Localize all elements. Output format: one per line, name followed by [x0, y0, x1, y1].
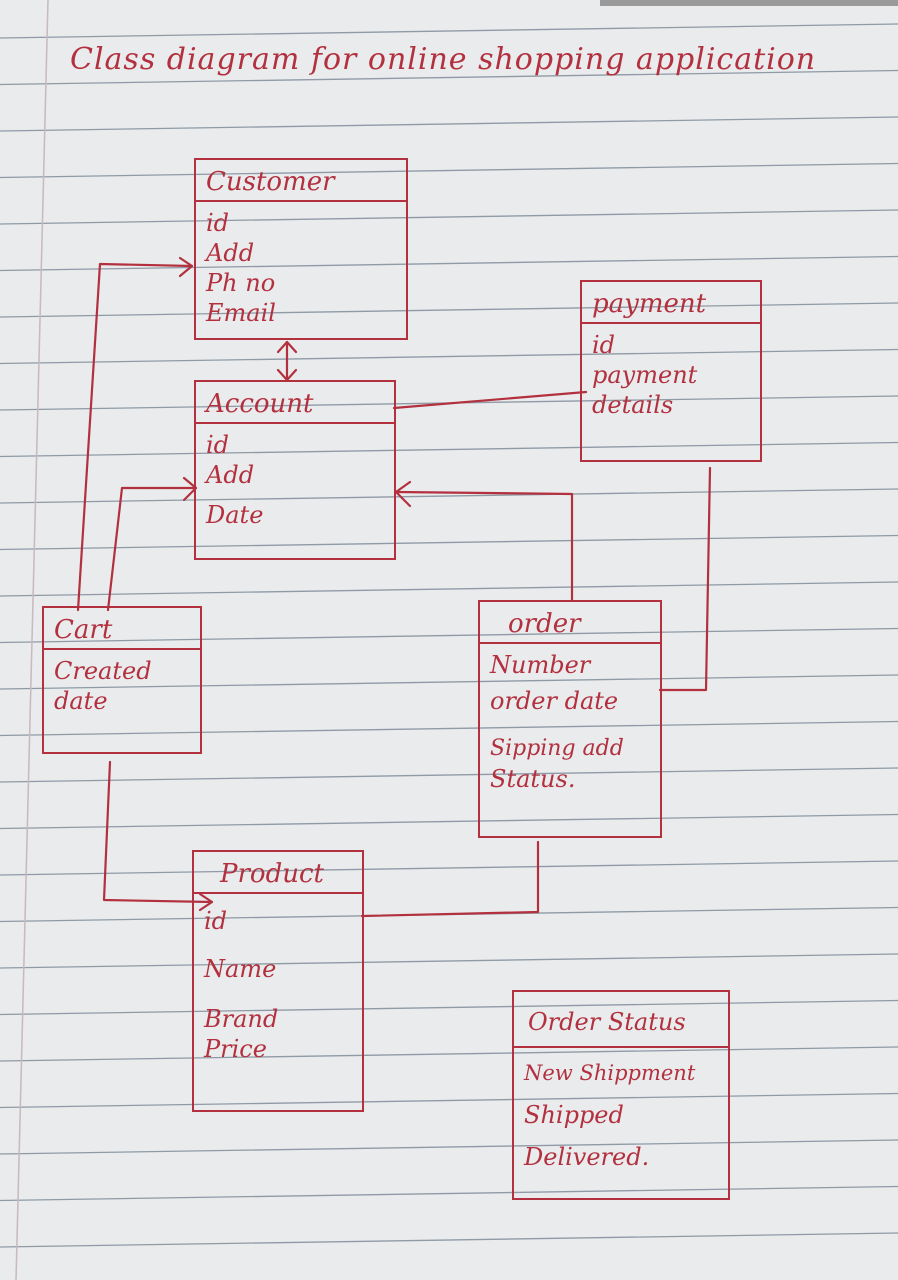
product-attr-id: id — [204, 907, 228, 935]
order-account-connector — [394, 490, 574, 602]
order-status-attr-delivered: Delivered. — [524, 1143, 650, 1171]
background-strip — [600, 0, 898, 6]
ruled-line — [0, 441, 898, 458]
class-product-attributes: id Name Brand Price — [194, 894, 362, 1064]
class-payment-attributes: id payment details — [582, 324, 760, 420]
ruled-line — [0, 860, 898, 876]
ruled-line — [0, 488, 898, 504]
ruled-line — [0, 534, 898, 551]
ruled-line — [0, 581, 898, 597]
cart-product-arrowhead — [198, 892, 214, 912]
class-cart: Cart Created date — [42, 606, 202, 754]
ruled-line — [0, 720, 898, 737]
order-product-connector — [360, 840, 540, 918]
cart-product-connector — [102, 760, 214, 904]
ruled-line — [0, 1139, 898, 1155]
customer-attr-email: Email — [206, 299, 276, 327]
order-account-arrowhead — [394, 480, 412, 508]
customer-attr-id: id — [206, 209, 230, 237]
customer-attr-add: Add — [206, 239, 255, 267]
account-attr-id: id — [206, 431, 230, 459]
ruled-line — [0, 23, 898, 39]
ruled-line — [0, 1046, 898, 1062]
class-product-name: Product — [194, 852, 362, 894]
class-cart-attributes: Created date — [44, 650, 200, 716]
diagram-title: Class diagram for online shopping applic… — [70, 42, 817, 77]
product-attr-price: Price — [204, 1035, 267, 1063]
product-attr-name: Name — [204, 955, 277, 983]
ruled-line — [0, 813, 898, 830]
cart-customer-connector — [76, 262, 194, 612]
order-attr-status: Status. — [490, 765, 576, 793]
cart-customer-arrowhead — [178, 256, 194, 278]
account-payment-connector — [392, 390, 588, 410]
ruled-line — [0, 627, 898, 644]
class-account: Account id Add Date — [194, 380, 396, 560]
order-status-attr-shipped: Shipped — [524, 1101, 624, 1129]
class-customer: Customer id Add Ph no Email — [194, 158, 408, 340]
order-status-attr-new-shipment: New Shippment — [524, 1061, 696, 1085]
customer-attr-phno: Ph no — [206, 269, 276, 297]
margin-line — [15, 0, 49, 1280]
ruled-line — [0, 1232, 898, 1248]
ruled-line — [0, 999, 898, 1016]
payment-attr-details: details — [592, 391, 674, 419]
class-product: Product id Name Brand Price — [192, 850, 364, 1112]
class-payment-name: payment — [582, 282, 760, 324]
order-attr-shipping-add: Sipping add — [490, 736, 624, 761]
payment-attr-id: id — [592, 331, 616, 359]
customer-account-arrowhead-up — [276, 340, 298, 354]
product-attr-brand: Brand — [204, 1005, 279, 1033]
ruled-line — [0, 255, 898, 272]
class-cart-name: Cart — [44, 608, 200, 650]
ruled-line — [0, 1092, 898, 1109]
class-account-name: Account — [196, 382, 394, 424]
class-order-status: Order Status New Shippment Shipped Deliv… — [512, 990, 730, 1200]
cart-attr-date: date — [54, 687, 108, 715]
ruled-line — [0, 953, 898, 969]
class-account-attributes: id Add Date — [196, 424, 394, 530]
ruled-line — [0, 302, 898, 318]
account-attr-add: Add — [206, 461, 255, 489]
cart-attr-created: Created — [54, 657, 152, 685]
ruled-line — [0, 1185, 898, 1202]
ruled-line — [0, 116, 898, 132]
class-order-attributes: Number order date Sipping add Status. — [480, 644, 660, 794]
ruled-line — [0, 674, 898, 690]
class-order-name: order — [480, 602, 660, 644]
ruled-line — [0, 767, 898, 783]
class-order: order Number order date Sipping add Stat… — [478, 600, 662, 838]
order-attr-number: Number — [490, 651, 591, 679]
class-customer-name: Customer — [196, 160, 406, 202]
class-order-status-name: Order Status — [514, 992, 728, 1048]
ruled-line — [0, 69, 898, 86]
order-attr-order-date: order date — [490, 687, 619, 715]
class-payment: payment id payment details — [580, 280, 762, 462]
class-order-status-attributes: New Shippment Shipped Delivered. — [514, 1048, 728, 1172]
payment-order-connector — [658, 466, 712, 692]
ruled-line — [0, 348, 898, 365]
ruled-line — [0, 209, 898, 225]
class-customer-attributes: id Add Ph no Email — [196, 202, 406, 328]
cart-account-connector — [106, 486, 198, 612]
account-attr-date: Date — [206, 501, 264, 529]
ruled-line — [0, 162, 898, 179]
cart-account-arrowhead — [182, 476, 198, 502]
payment-attr-payment: payment — [592, 361, 698, 389]
